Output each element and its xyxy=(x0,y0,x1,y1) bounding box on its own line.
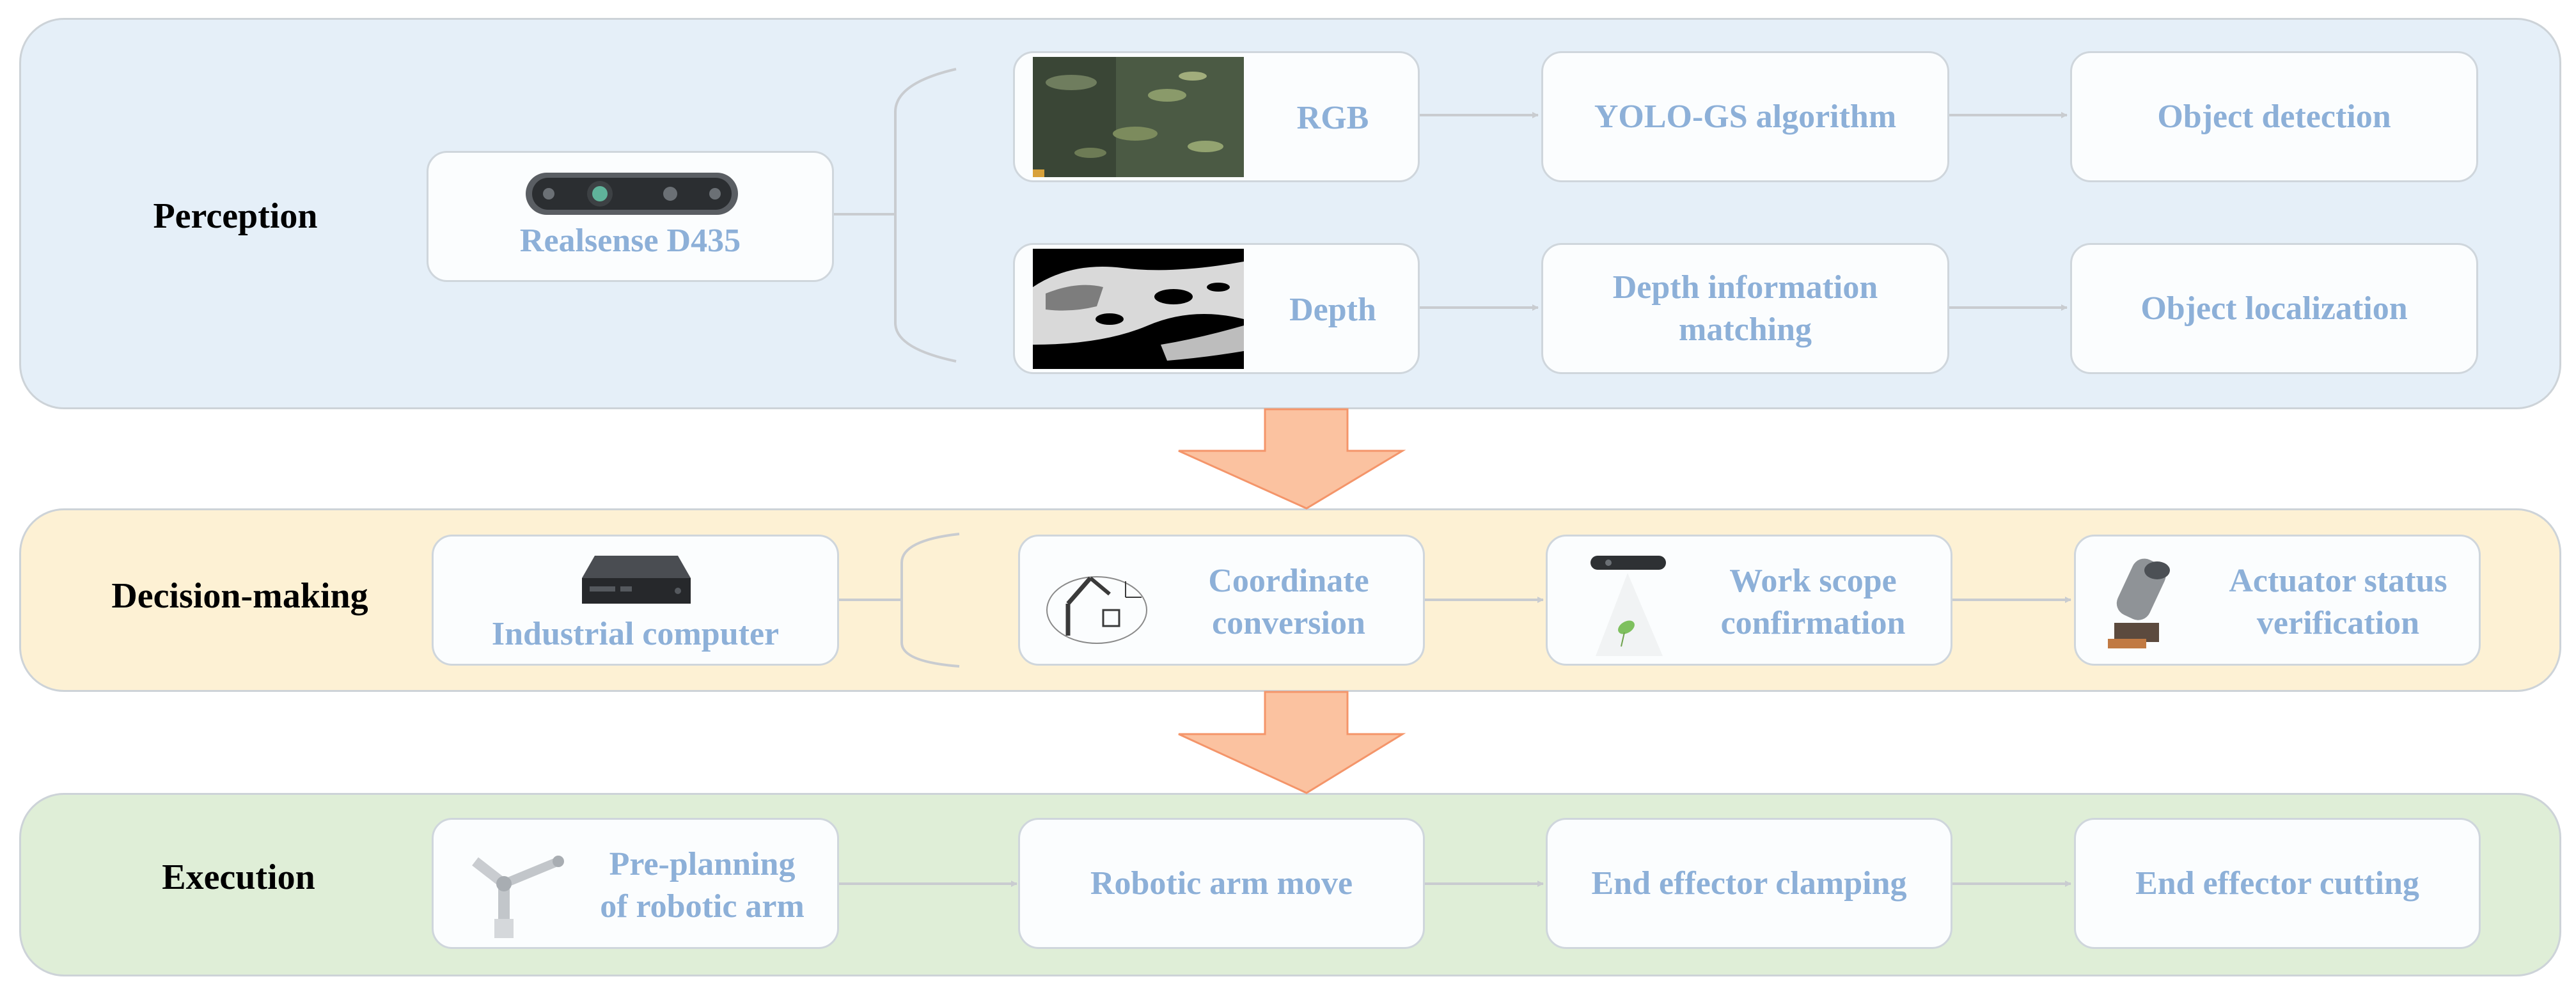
yolo-gs-label: YOLO-GS algorithm xyxy=(1594,98,1897,135)
end-effector-clamping-label: End effector clamping xyxy=(1591,865,1907,902)
actuator-status-label: Actuator status verification xyxy=(2229,563,2447,641)
work-scope-icon xyxy=(1590,556,1666,656)
realsense-camera-box: Realsense D435 xyxy=(427,151,834,282)
rgb-box: RGB xyxy=(1013,51,1420,182)
preplanning-label: Pre-planning of robotic arm xyxy=(600,846,805,925)
yolo-gs-box: YOLO-GS algorithm xyxy=(1541,51,1949,182)
robotic-arm-move-box: Robotic arm move xyxy=(1018,818,1425,949)
perception-stage-label: Perception xyxy=(153,196,318,236)
depth-matching-label: Depth information matching xyxy=(1612,269,1878,348)
perception-bracket xyxy=(894,68,957,363)
object-detection-label: Object detection xyxy=(2157,98,2391,135)
actuator-status-box: Actuator status verification xyxy=(2074,535,2481,666)
depth-box: Depth xyxy=(1013,243,1420,374)
preplanning-box: Pre-planning of robotic arm xyxy=(432,818,839,949)
down-arrow-perception-to-decision xyxy=(1178,408,1406,510)
end-effector-cutting-label: End effector cutting xyxy=(2135,865,2419,902)
depth-image-thumbnail xyxy=(1033,249,1244,369)
down-arrow-decision-to-execution xyxy=(1178,691,1406,794)
coordinate-conversion-label: Coordinate conversion xyxy=(1208,563,1369,641)
end-effector-clamping-box: End effector clamping xyxy=(1546,818,1952,949)
robotic-arm-icon xyxy=(472,856,564,938)
object-localization-label: Object localization xyxy=(2140,290,2408,327)
industrial-computer-box: Industrial computer xyxy=(432,535,839,666)
execution-stage-label: Execution xyxy=(162,858,315,897)
rgb-image-thumbnail xyxy=(1033,57,1244,177)
industrial-computer-label: Industrial computer xyxy=(491,616,780,652)
work-scope-box: Work scope confirmation xyxy=(1546,535,1952,666)
realsense-camera-icon xyxy=(526,173,738,215)
actuator-icon xyxy=(2108,558,2170,648)
robotic-arm-move-label: Robotic arm move xyxy=(1090,865,1353,902)
decision-making-stage-label: Decision-making xyxy=(111,576,368,616)
object-detection-box: Object detection xyxy=(2070,51,2478,182)
coordinate-conversion-box: Coordinate conversion xyxy=(1018,535,1425,666)
end-effector-cutting-box: End effector cutting xyxy=(2074,818,2481,949)
depth-label: Depth xyxy=(1289,292,1376,328)
work-scope-label: Work scope confirmation xyxy=(1720,563,1906,641)
coordinate-conversion-icon xyxy=(1046,576,1147,644)
realsense-camera-label: Realsense D435 xyxy=(519,223,741,259)
decision-bracket xyxy=(900,533,960,668)
depth-matching-box: Depth information matching xyxy=(1541,243,1949,374)
rgb-label: RGB xyxy=(1296,100,1369,136)
industrial-computer-icon xyxy=(582,556,691,604)
object-localization-box: Object localization xyxy=(2070,243,2478,374)
